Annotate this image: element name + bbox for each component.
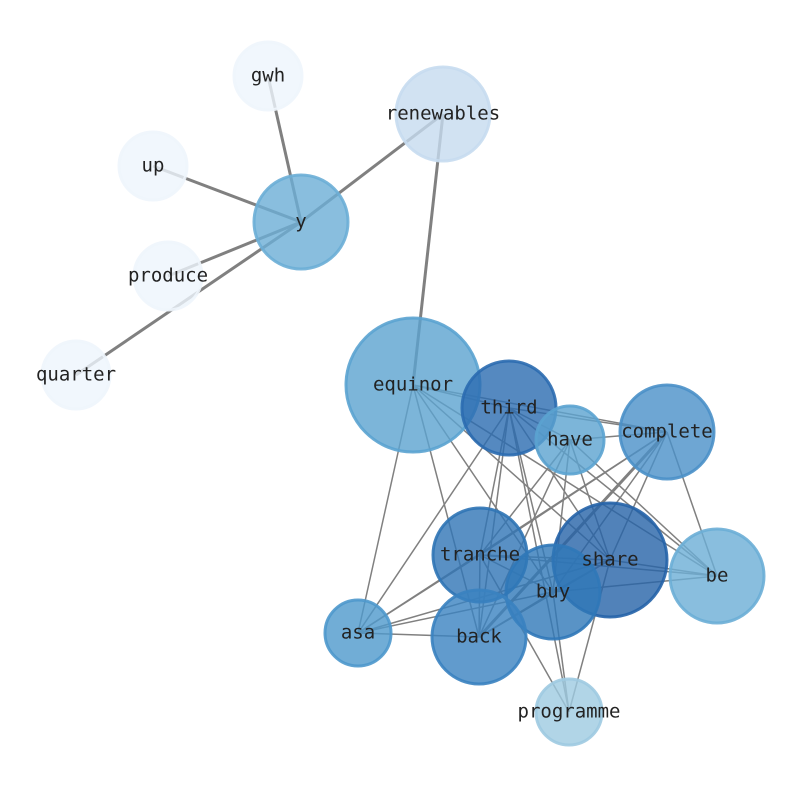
node-label-up: up xyxy=(142,155,165,177)
node-circle xyxy=(40,339,112,411)
node-circle xyxy=(323,598,393,668)
node-circle xyxy=(534,404,606,476)
node-circle xyxy=(117,130,189,202)
node-label-quarter: quarter xyxy=(36,364,116,386)
node-circle xyxy=(232,40,304,112)
node-label-back: back xyxy=(456,626,502,648)
node-label-third: third xyxy=(480,397,537,419)
node-y xyxy=(252,173,350,271)
node-label-have: have xyxy=(547,429,593,451)
node-be xyxy=(668,527,766,625)
node-gwh xyxy=(232,40,304,112)
node-circle xyxy=(132,240,204,312)
node-circle xyxy=(668,527,766,625)
node-label-tranche: tranche xyxy=(440,544,520,566)
node-buy xyxy=(504,543,602,641)
node-label-asa: asa xyxy=(341,622,375,644)
node-circle xyxy=(504,543,602,641)
node-label-share: share xyxy=(581,549,638,571)
node-back xyxy=(430,588,528,686)
node-circle xyxy=(618,383,716,481)
node-quarter xyxy=(40,339,112,411)
node-label-equinor: equinor xyxy=(373,374,453,396)
node-label-buy: buy xyxy=(536,581,570,603)
node-circle xyxy=(252,173,350,271)
node-label-produce: produce xyxy=(128,265,208,287)
node-label-gwh: gwh xyxy=(251,65,285,87)
node-up xyxy=(117,130,189,202)
node-circle xyxy=(534,677,604,747)
node-label-be: be xyxy=(706,565,729,587)
node-have xyxy=(534,404,606,476)
node-asa xyxy=(323,598,393,668)
node-label-renewables: renewables xyxy=(386,103,500,125)
node-produce xyxy=(132,240,204,312)
node-circle xyxy=(430,588,528,686)
node-label-y: y xyxy=(295,211,306,233)
node-complete xyxy=(618,383,716,481)
node-renewables xyxy=(394,65,492,163)
node-label-complete: complete xyxy=(621,421,713,443)
node-label-programme: programme xyxy=(518,701,621,723)
node-circle xyxy=(394,65,492,163)
node-programme xyxy=(534,677,604,747)
